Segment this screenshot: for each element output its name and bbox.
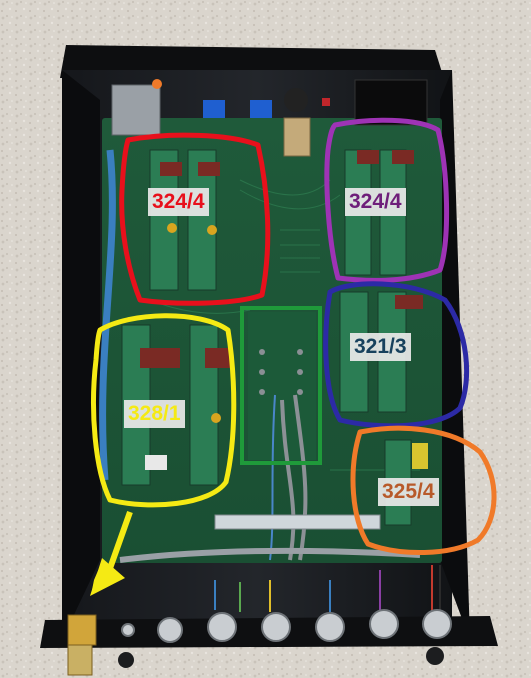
label-red-module: 324/4 [148, 188, 209, 216]
marker-orange [350, 425, 497, 556]
module-cards-red [149, 149, 220, 291]
red-indicator [322, 98, 330, 106]
rca-jacks [67, 614, 97, 676]
dip-switch-1 [203, 100, 225, 118]
label-yellow-module: 328/1 [124, 400, 185, 428]
label-purple-module: 324/4 [345, 188, 406, 216]
marker-yellow [91, 313, 237, 508]
blue-ribbon [99, 149, 116, 481]
chassis-left-wall [62, 70, 100, 640]
dip-switch-2 [250, 100, 272, 118]
transformer-block [111, 84, 161, 136]
socket-area-board [248, 312, 316, 460]
ribbon-strip [214, 514, 381, 530]
blue-wire [269, 394, 276, 561]
marker-blue [323, 281, 470, 429]
orange-dot [152, 79, 162, 89]
marker-red [119, 132, 271, 306]
power-switch [426, 647, 444, 665]
potentiometer-body [283, 117, 311, 157]
grey-wires [280, 394, 308, 561]
rear-knob [118, 652, 134, 668]
marker-purple [324, 117, 450, 283]
arrow-to-rca [90, 510, 133, 596]
label-blue-module: 321/3 [350, 333, 411, 361]
potentiometer [284, 88, 308, 112]
marker-green [240, 306, 322, 465]
connector-wires [214, 565, 441, 612]
xlr-connectors [121, 609, 452, 643]
label-orange-module: 325/4 [378, 478, 439, 506]
power-inlet [354, 79, 428, 126]
socket-pins [259, 349, 303, 395]
cable-bundle [119, 547, 421, 563]
